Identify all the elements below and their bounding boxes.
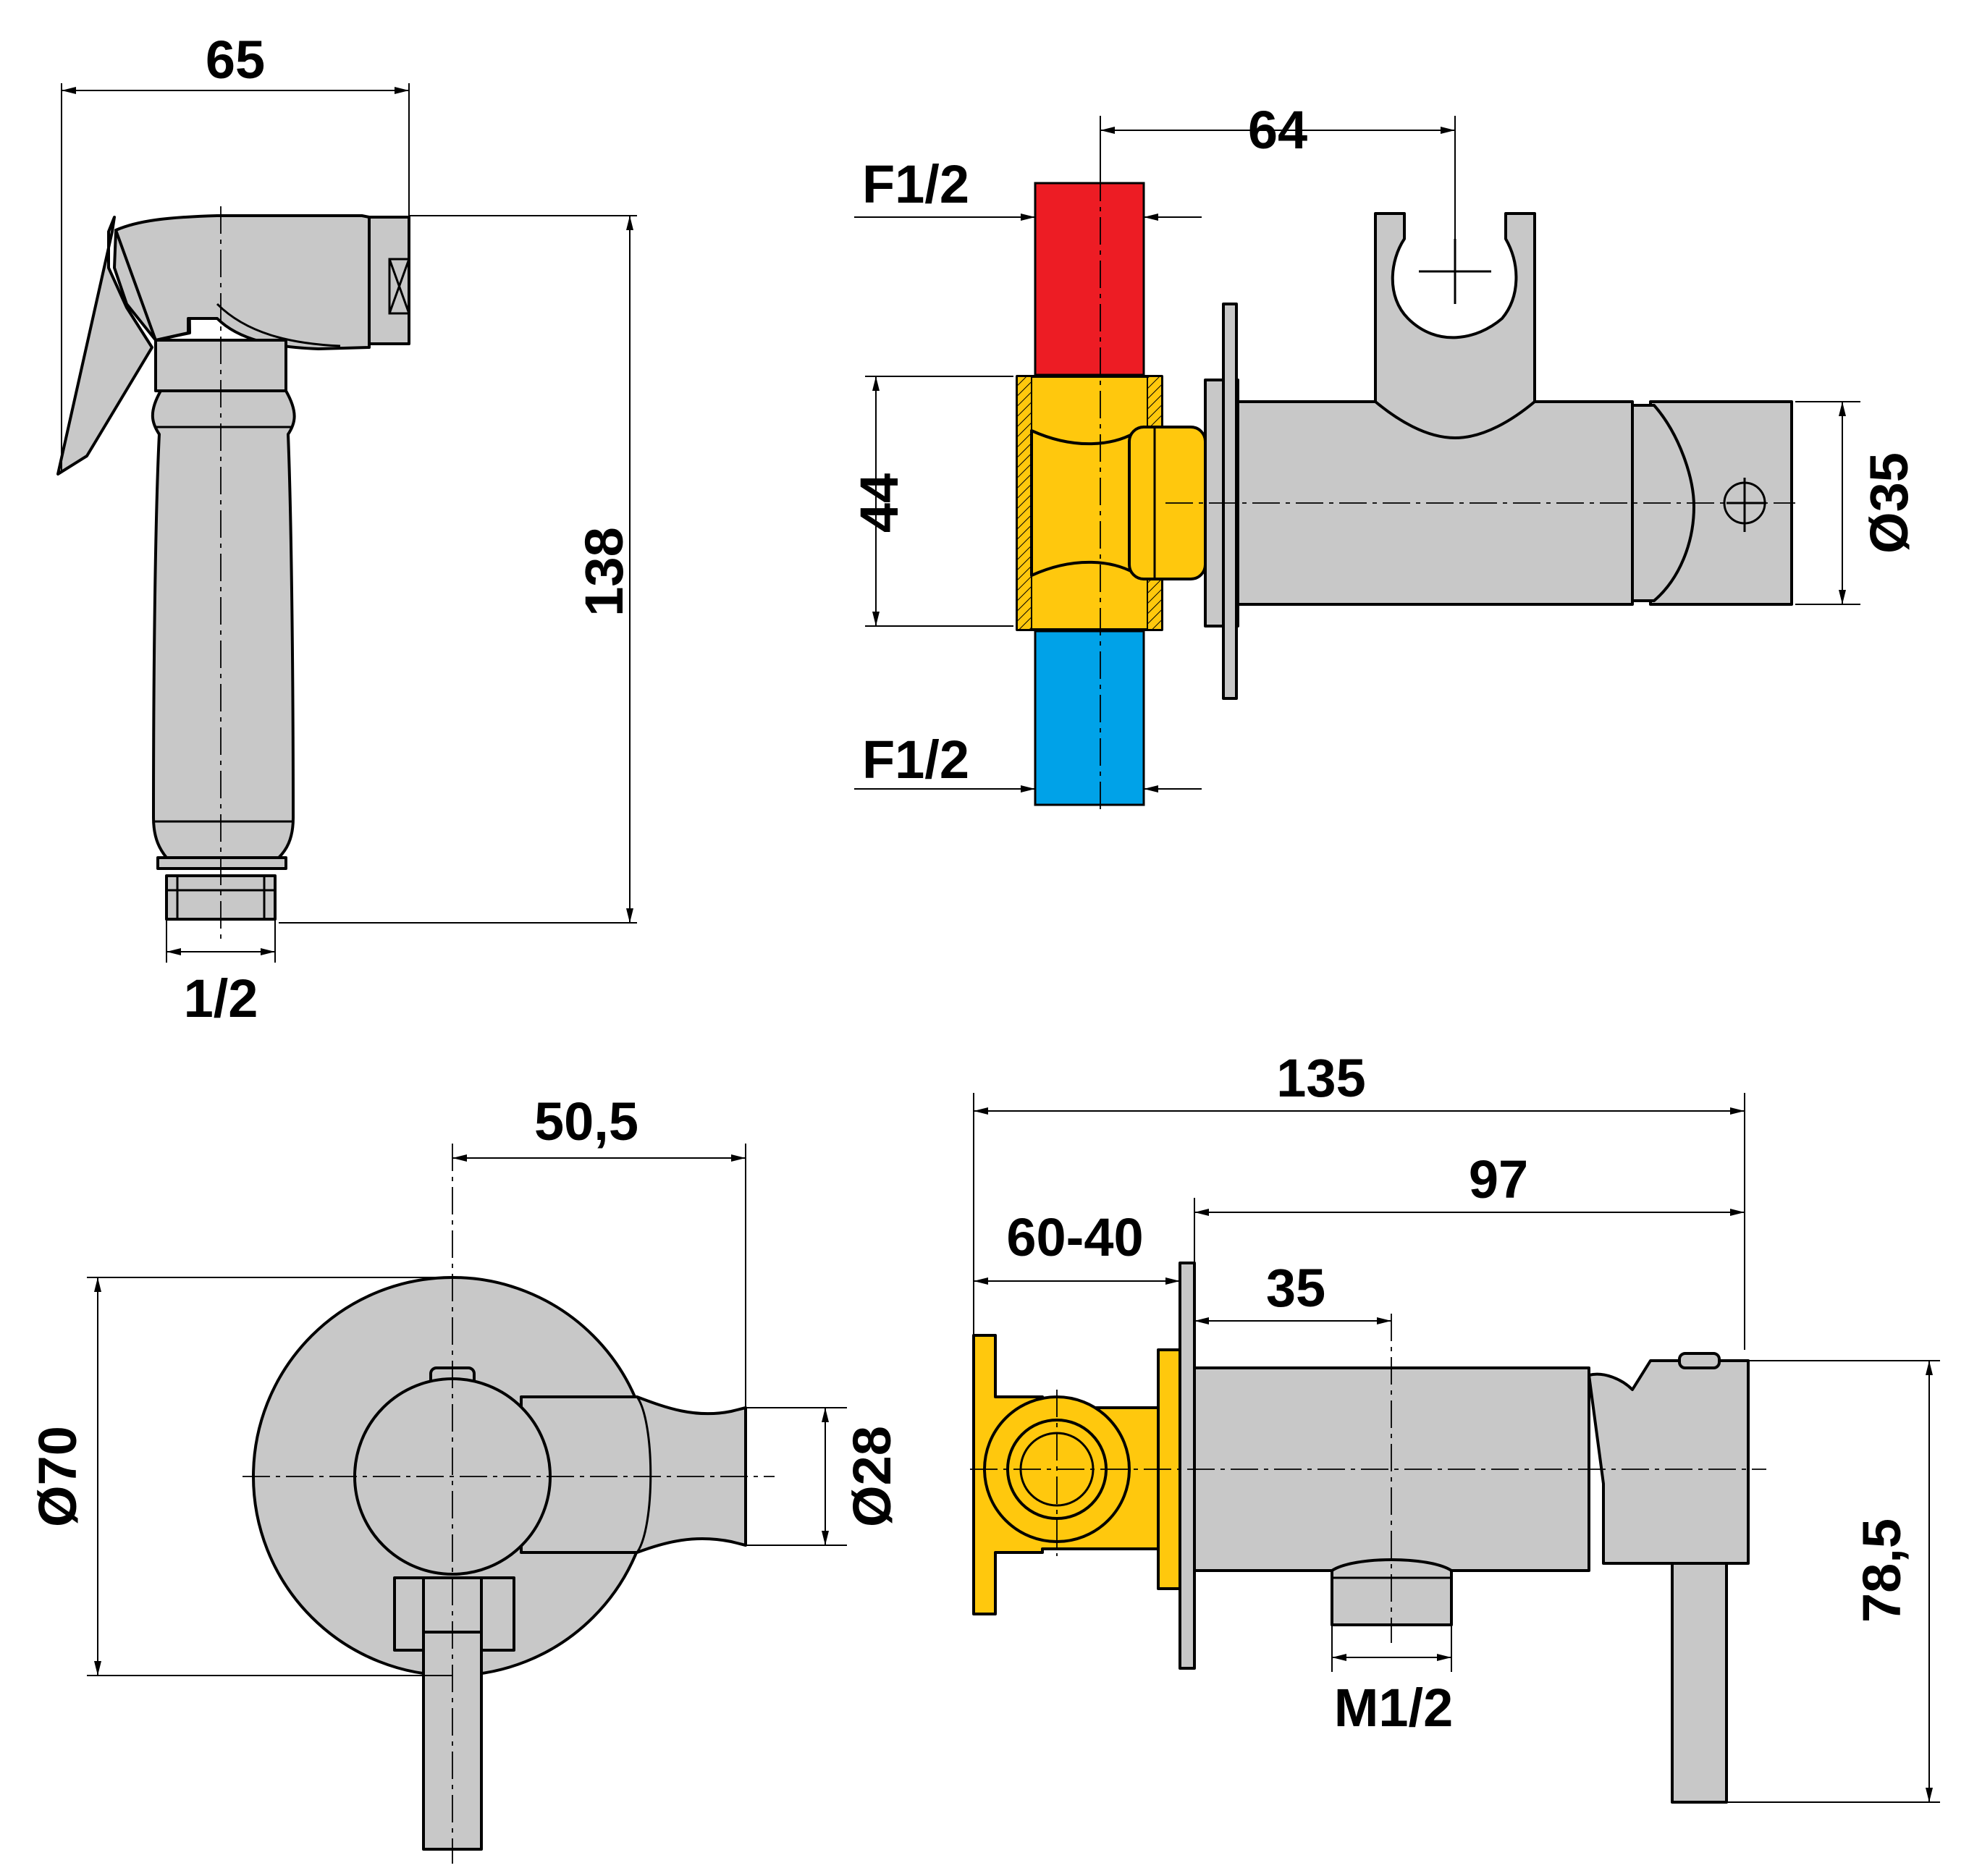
side-lever-head: [1588, 1359, 1750, 1565]
dim-handshower-height: 138: [574, 527, 634, 616]
dim-handshower-thread: 1/2: [184, 968, 258, 1028]
dim-handshower-width: 65: [206, 30, 265, 90]
dim-outlet-offset: 35: [1266, 1258, 1325, 1318]
cold-pipe: [1034, 630, 1145, 806]
dim-body-diameter: Ø35: [1859, 452, 1919, 554]
side-view: 135 97 60-40 35 M1/2 78,5: [970, 1048, 1940, 1804]
dim-projection: 97: [1469, 1149, 1528, 1209]
top-view: 64 F1/2 F1/2 44 Ø35: [849, 100, 1919, 811]
shower-holder: [1374, 212, 1536, 439]
dim-body-height: 44: [849, 473, 909, 533]
handshower-view: 65 138 1/2: [56, 30, 637, 1028]
hot-pipe: [1034, 182, 1145, 376]
dim-lever-reach: 50,5: [534, 1091, 638, 1152]
dim-holder-offset: 64: [1248, 100, 1307, 160]
handshower-grip: [151, 389, 296, 859]
dim-rosette-diameter: Ø70: [28, 1426, 88, 1527]
handshower-lever: [56, 216, 153, 476]
dim-cartridge-diameter: Ø28: [842, 1426, 902, 1527]
side-lever-handle: [1671, 1562, 1728, 1804]
front-view: 50,5 Ø70 Ø28: [28, 1091, 902, 1864]
dim-cold-inlet: F1/2: [862, 730, 969, 790]
side-wall-plate: [1179, 1262, 1196, 1670]
dim-installation-depth: 60-40: [1006, 1207, 1143, 1267]
dim-outlet-thread: M1/2: [1334, 1678, 1454, 1738]
handshower-head: [114, 214, 371, 350]
dim-overall-length: 135: [1276, 1048, 1365, 1108]
dim-hot-inlet: F1/2: [862, 154, 969, 214]
front-lever-arm: [520, 1395, 747, 1554]
dim-overall-height: 78,5: [1852, 1518, 1912, 1623]
